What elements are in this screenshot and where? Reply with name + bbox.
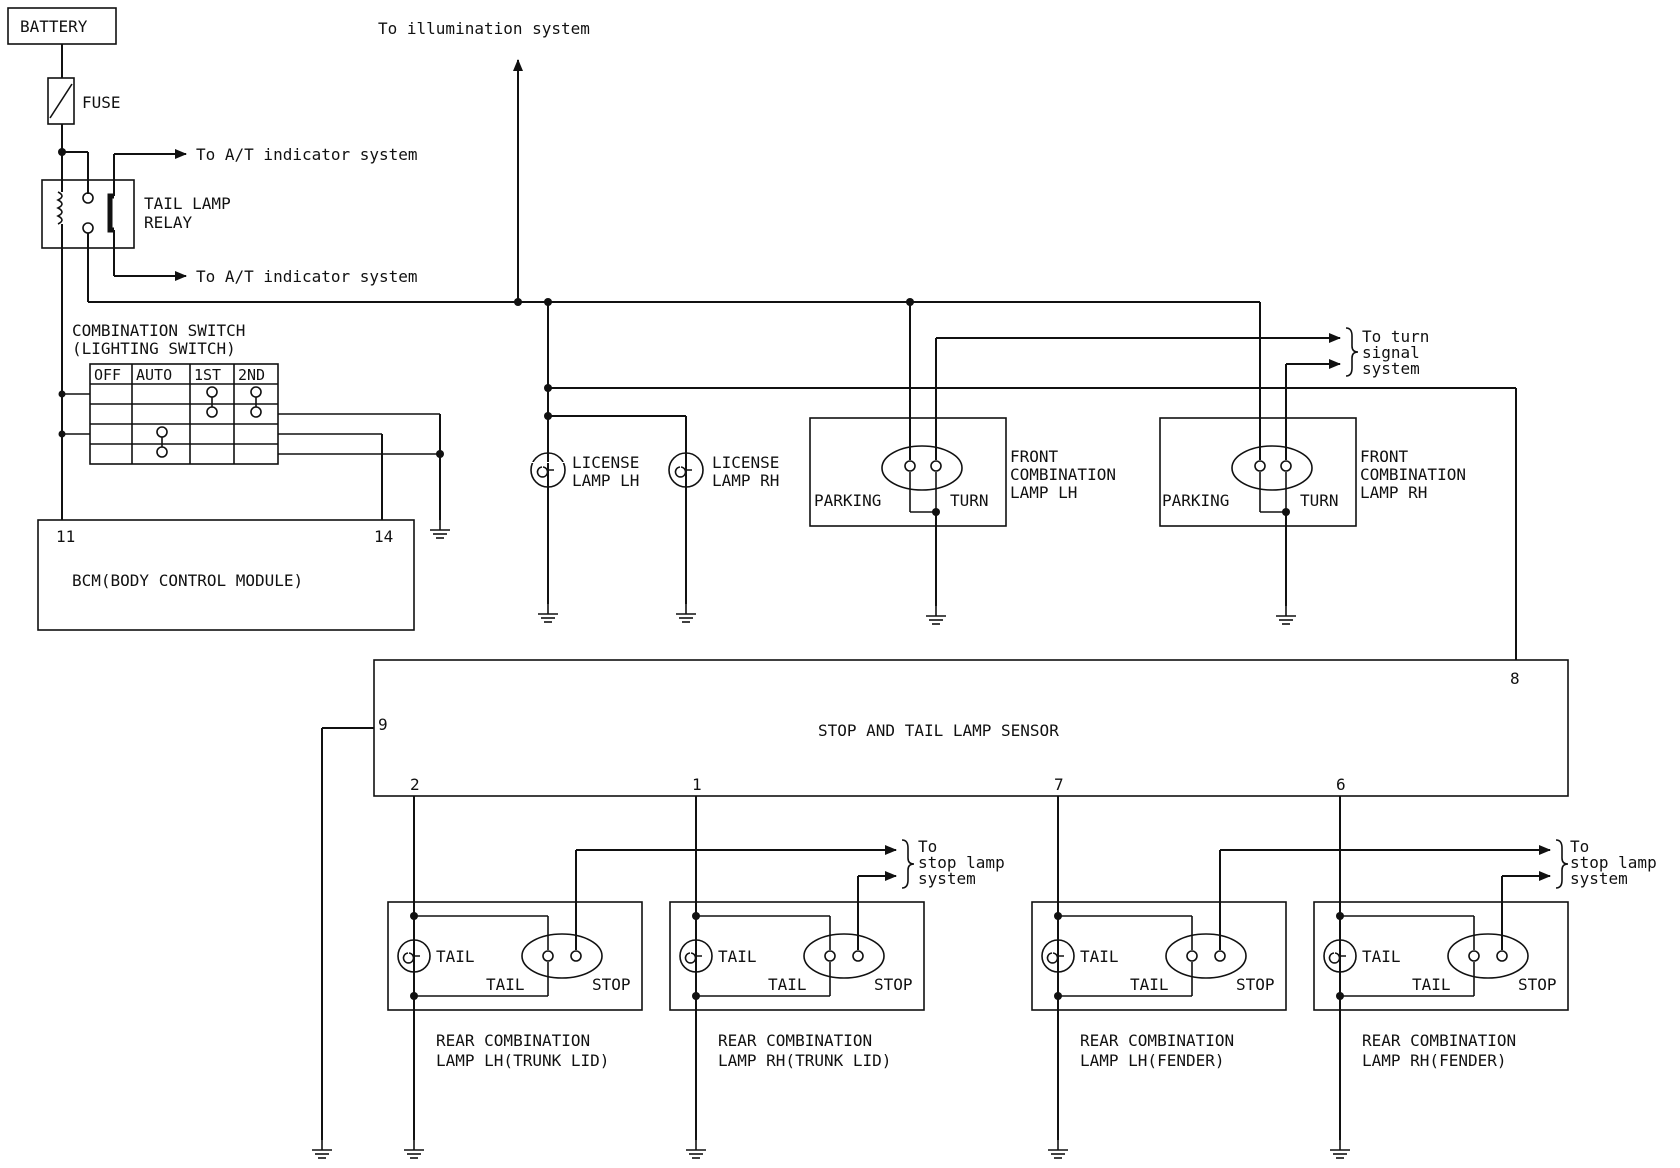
rear-3-tail-bulb [1041, 939, 1075, 973]
lighting-switch-table: OFF AUTO 1ST 2ND [89, 363, 279, 465]
bcm-box [37, 519, 415, 631]
rear-3-tail2-label: TAIL [1130, 975, 1169, 994]
license-lamp-rh [668, 452, 704, 488]
license-rh-label-2: LAMP RH [712, 471, 779, 490]
rear-1-tail-label: TAIL [436, 947, 475, 966]
rear-3-stop-bulb [1165, 933, 1247, 979]
at-indicator-top-label: To A/T indicator system [196, 145, 418, 164]
sensor-pin-9: 9 [378, 715, 388, 734]
sensor-pin-6: 6 [1336, 775, 1346, 794]
switch-col-auto: AUTO [136, 366, 172, 384]
rear-2-stop-label: STOP [874, 975, 913, 994]
rear-lamp-lh-fender-box [1031, 901, 1287, 1011]
front-lh-label-1: FRONT [1010, 447, 1059, 466]
turn-signal-label-2: signal [1362, 343, 1420, 362]
rear-lamp-rh-trunk-box [669, 901, 925, 1011]
rear-1-label-b: LAMP LH(TRUNK LID) [436, 1051, 609, 1070]
relay-coil [56, 191, 63, 225]
rear-1-stop-bulb [521, 933, 603, 979]
bcm-pin-14: 14 [374, 527, 393, 546]
switch-col-2nd: 2ND [238, 366, 265, 384]
at-indicator-bottom-label: To A/T indicator system [196, 267, 418, 286]
sensor-pin-1: 1 [692, 775, 702, 794]
switch-col-off: OFF [94, 366, 121, 384]
front-lh-label-3: LAMP LH [1010, 483, 1077, 502]
stop-lamp-label-1: To [918, 837, 937, 856]
front-lh-turn-label: TURN [950, 491, 989, 510]
stop-lamp-label-3: system [918, 869, 976, 888]
rear-4-stop-label: STOP [1518, 975, 1557, 994]
front-lh-bulb [881, 445, 963, 491]
rear-4-tail-label: TAIL [1362, 947, 1401, 966]
turn-signal-label-3: system [1362, 359, 1420, 378]
rear-2-tail-bulb [679, 939, 713, 973]
rear-2-tail-label: TAIL [718, 947, 757, 966]
stop-lamp-b-label-1: To [1570, 837, 1589, 856]
rear-lamp-rh-fender-box [1313, 901, 1569, 1011]
fuse-label: FUSE [82, 93, 121, 112]
front-rh-bulb [1231, 445, 1313, 491]
rear-3-label-a: REAR COMBINATION [1080, 1031, 1234, 1050]
sensor-pin-8: 8 [1510, 669, 1520, 688]
tail-relay-label-2: RELAY [144, 213, 193, 232]
license-lh-label-1: LICENSE [572, 453, 639, 472]
rear-4-tail-bulb [1323, 939, 1357, 973]
front-combination-lamp-rh-box [1159, 417, 1357, 527]
rear-2-stop-bulb [803, 933, 885, 979]
rear-3-stop-label: STOP [1236, 975, 1275, 994]
front-rh-label-2: COMBINATION [1360, 465, 1466, 484]
rear-3-label-b: LAMP LH(FENDER) [1080, 1051, 1225, 1070]
license-lamp-lh [530, 452, 566, 488]
stop-lamp-b-label-3: system [1570, 869, 1628, 888]
rear-3-tail-label: TAIL [1080, 947, 1119, 966]
license-rh-label-1: LICENSE [712, 453, 779, 472]
tail-relay-label-1: TAIL LAMP [144, 194, 231, 213]
turn-signal-label-1: To turn [1362, 327, 1429, 346]
front-rh-label-3: LAMP RH [1360, 483, 1427, 502]
rear-4-label-a: REAR COMBINATION [1362, 1031, 1516, 1050]
sensor-pin-2: 2 [410, 775, 420, 794]
rear-4-stop-bulb [1447, 933, 1529, 979]
front-rh-turn-label: TURN [1300, 491, 1339, 510]
rear-1-stop-label: STOP [592, 975, 631, 994]
rear-2-label-a: REAR COMBINATION [718, 1031, 872, 1050]
sensor-pin-7: 7 [1054, 775, 1064, 794]
rear-lamp-lh-trunk-box [387, 901, 643, 1011]
rear-1-label-a: REAR COMBINATION [436, 1031, 590, 1050]
rear-1-tail-bulb [397, 939, 431, 973]
front-rh-label-1: FRONT [1360, 447, 1409, 466]
rear-4-tail2-label: TAIL [1412, 975, 1451, 994]
stop-lamp-b-label-2: stop lamp [1570, 853, 1657, 872]
bcm-pin-11: 11 [56, 527, 75, 546]
rear-1-tail2-label: TAIL [486, 975, 525, 994]
battery-label: BATTERY [20, 17, 88, 36]
license-lh-label-2: LAMP LH [572, 471, 639, 490]
front-rh-parking-label: PARKING [1162, 491, 1229, 510]
front-combination-lamp-lh-box [809, 417, 1007, 527]
stop-lamp-label-2: stop lamp [918, 853, 1005, 872]
bcm-label: BCM(BODY CONTROL MODULE) [72, 571, 303, 590]
switch-col-1st: 1ST [194, 366, 221, 384]
combo-switch-label-2: (LIGHTING SWITCH) [72, 339, 236, 358]
front-lh-parking-label: PARKING [814, 491, 881, 510]
rear-2-label-b: LAMP RH(TRUNK LID) [718, 1051, 891, 1070]
front-lh-label-2: COMBINATION [1010, 465, 1116, 484]
rear-2-tail2-label: TAIL [768, 975, 807, 994]
rear-4-label-b: LAMP RH(FENDER) [1362, 1051, 1507, 1070]
combo-switch-label-1: COMBINATION SWITCH [72, 321, 245, 340]
illumination-label: To illumination system [378, 19, 590, 38]
sensor-label: STOP AND TAIL LAMP SENSOR [818, 721, 1059, 740]
